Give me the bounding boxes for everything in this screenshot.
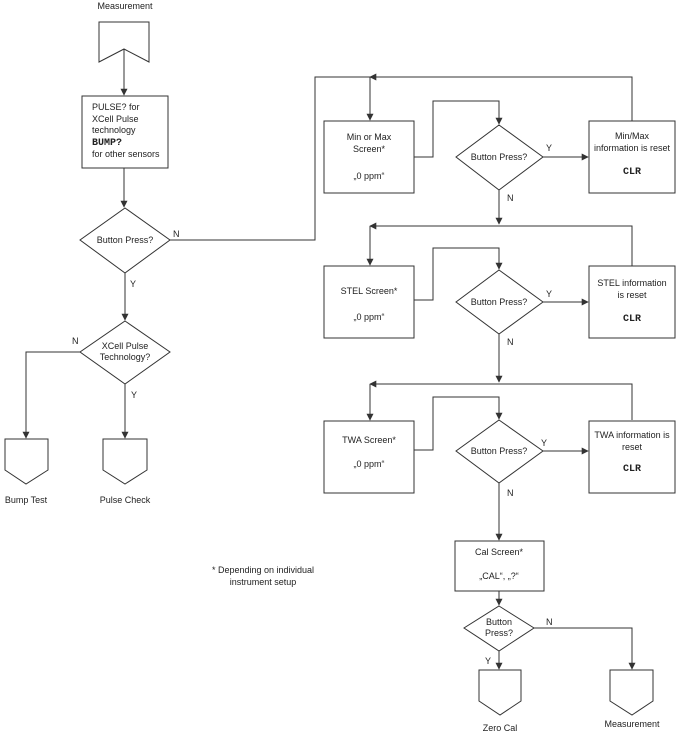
cal-decision-line2: Press? — [485, 628, 513, 638]
cal-screen-box — [454, 540, 545, 592]
end-measurement-label: Measurement — [604, 719, 660, 729]
end-bump-label: Bump Test — [5, 495, 48, 505]
prompt-line5: for other sensors — [92, 149, 160, 159]
minmax-reset-code: CLR — [623, 167, 641, 178]
decision-button-main-label: Button Press? — [97, 235, 154, 245]
top-terminal-shape — [98, 21, 150, 63]
end-zero-label: Zero Cal — [483, 723, 518, 733]
twa-reset-box — [588, 420, 676, 494]
cal-screen-value: „CAL“, „?“ — [479, 571, 519, 581]
minmax-screen-value: „0 ppm“ — [353, 171, 384, 181]
twa-screen-line1: TWA Screen* — [342, 435, 396, 445]
arrow-stel-screen-to-decision — [414, 247, 503, 301]
minmax-screen-line2: Screen* — [353, 144, 386, 154]
stel-reset-line2: is reset — [617, 290, 647, 300]
prompt-box — [81, 95, 169, 169]
minmax-screen-box — [323, 120, 415, 194]
stel-screen-line1: STEL Screen* — [341, 286, 398, 296]
end-pulse-label: Pulse Check — [100, 495, 151, 505]
prompt-line3: technology — [92, 125, 136, 135]
decision-xcell-no: N — [72, 336, 79, 346]
end-pulse-shape — [102, 438, 148, 485]
twa-screen-box — [323, 420, 415, 494]
arrow-minmax-screen-to-decision — [414, 100, 503, 158]
decision-xcell-line2: Technology? — [100, 352, 151, 362]
twa-screen-value: „0 ppm“ — [353, 459, 384, 469]
twa-reset-code: CLR — [623, 464, 641, 475]
stel-screen-value: „0 ppm“ — [353, 312, 384, 322]
minmax-decision-yes: Y — [546, 143, 552, 153]
prompt-line1: PULSE? for — [92, 102, 140, 112]
stel-reset-line1: STEL information — [597, 278, 666, 288]
twa-reset-line2: reset — [622, 442, 643, 452]
end-bump-shape — [4, 438, 49, 485]
prompt-line2: XCell Pulse — [92, 114, 139, 124]
minmax-reset-line1: Min/Max — [615, 131, 650, 141]
top-terminal-label: Measurement — [97, 1, 153, 11]
minmax-decision-label: Button Press? — [471, 152, 528, 162]
stel-reset-box — [588, 265, 676, 339]
twa-reset-line1: TWA information is — [594, 430, 670, 440]
prompt-line4: BUMP? — [92, 138, 122, 149]
decision-xcell-line1: XCell Pulse — [102, 341, 149, 351]
arrow-xcell-to-bump — [22, 351, 80, 439]
end-measurement-shape — [609, 669, 654, 716]
end-zero-shape — [478, 669, 522, 716]
minmax-decision-no: N — [507, 193, 514, 203]
twa-decision-label: Button Press? — [471, 446, 528, 456]
cal-decision-no: N — [546, 617, 553, 627]
footnote-line2: instrument setup — [230, 577, 297, 587]
arrow-twa-screen-to-decision — [414, 396, 503, 451]
cal-screen-line1: Cal Screen* — [475, 547, 524, 557]
arrow-cal-to-measurement — [534, 627, 636, 670]
footnote-line1: * Depending on individual — [212, 565, 314, 575]
stel-reset-code: CLR — [623, 314, 641, 325]
decision-xcell-yes: Y — [131, 390, 137, 400]
stel-decision-no: N — [507, 337, 514, 347]
minmax-reset-box — [588, 120, 676, 194]
stel-decision-yes: Y — [546, 289, 552, 299]
arrow-twa-loop — [369, 380, 633, 420]
arrow-main-no-to-right — [170, 76, 372, 241]
cal-decision-yes: Y — [485, 656, 491, 666]
decision-button-main-yes: Y — [130, 279, 136, 289]
twa-decision-no: N — [507, 488, 514, 498]
minmax-screen-line1: Min or Max — [347, 132, 392, 142]
cal-decision-line1: Button — [486, 617, 512, 627]
twa-decision-yes: Y — [541, 438, 547, 448]
arrow-minmax-loop — [369, 73, 633, 121]
minmax-reset-line2: information is reset — [594, 143, 671, 153]
stel-screen-box — [323, 265, 415, 339]
arrow-stel-loop — [369, 222, 633, 266]
decision-button-main-no: N — [173, 229, 180, 239]
stel-decision-label: Button Press? — [471, 297, 528, 307]
